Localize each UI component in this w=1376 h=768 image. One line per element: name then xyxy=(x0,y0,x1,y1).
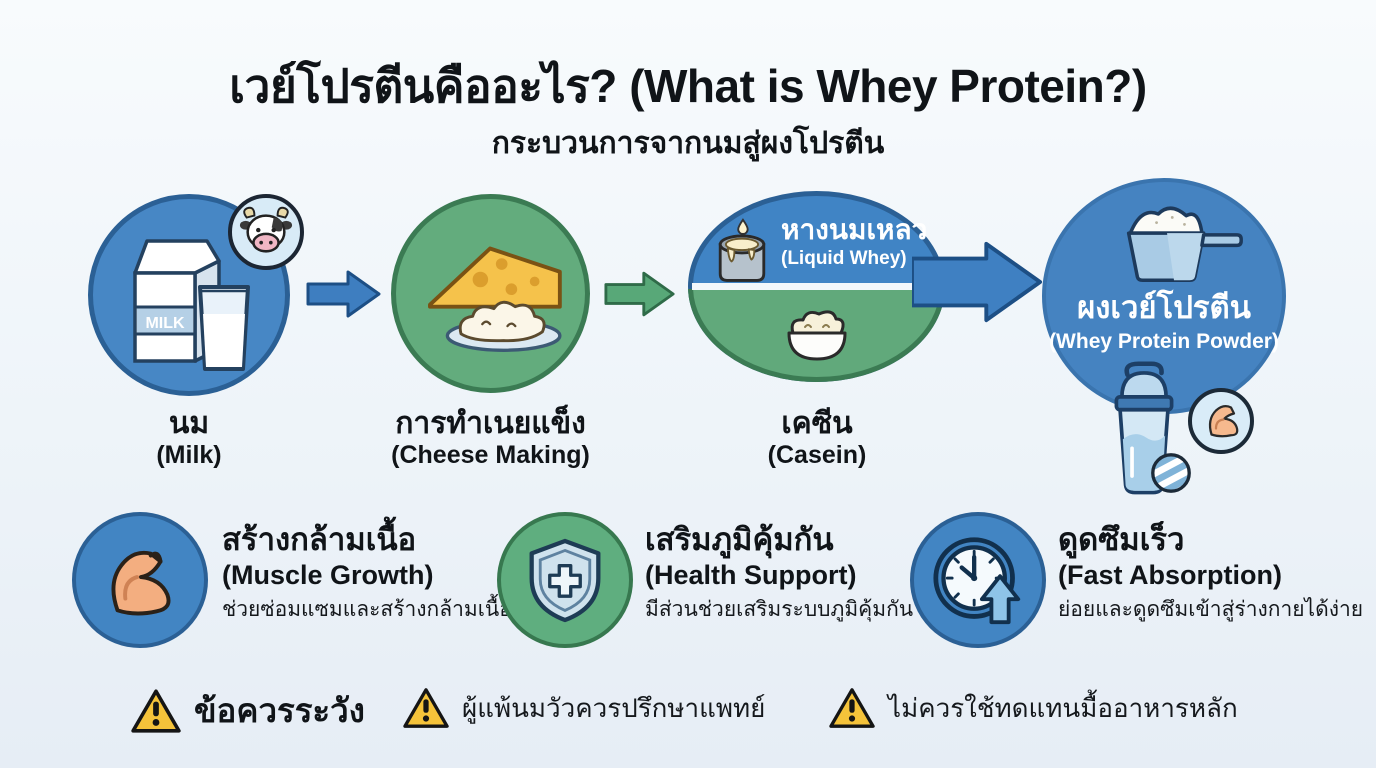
liquid-whey-label-th: หางนมเหลว xyxy=(781,214,928,245)
arrow-milk-to-cheese-icon xyxy=(306,270,381,318)
powder-label-th: ผงเวย์โปรตีน xyxy=(1077,290,1251,325)
cheese-label: การทำเนยแข็ง (Cheese Making) xyxy=(358,406,623,471)
benefit-muscle-en: (Muscle Growth) xyxy=(222,559,434,590)
warning-item-1: ผู้แพ้นมวัวควรปรึกษาแพทย์ xyxy=(402,686,765,730)
casein-label-en: (Casein) xyxy=(767,441,867,470)
cheese-label-en: (Cheese Making) xyxy=(391,441,590,470)
cow-badge xyxy=(228,194,304,270)
benefit-muscle-circle xyxy=(72,512,208,648)
benefit-immunity-desc: มีส่วนช่วยเสริมระบบภูมิคุ้มกัน xyxy=(645,597,914,621)
curd-bowl-icon xyxy=(787,310,847,361)
warning-item-2-text: ไม่ควรใช้ทดแทนมื้ออาหารหลัก xyxy=(888,692,1238,723)
benefit-muscle-th: สร้างกล้ามเนื้อ xyxy=(222,522,417,557)
whey-bucket-icon xyxy=(718,218,766,282)
warning-heading: ข้อควรระวัง xyxy=(194,692,365,729)
cheese-label-th: การทำเนยแข็ง xyxy=(395,407,586,440)
benefit-immunity-text: เสริมภูมิคุ้มกัน (Health Support) มีส่วน… xyxy=(645,522,913,622)
page-subtitle: กระบวนการจากนมสู่ผงโปรตีน xyxy=(491,127,885,160)
svg-text:MILK: MILK xyxy=(145,315,185,332)
striped-ball-icon xyxy=(1151,453,1191,493)
benefit-absorption-desc: ย่อยและดูดซึมเข้าสู่ร่างกายได้ง่าย xyxy=(1058,597,1364,621)
step-split-circle: หางนมเหลว (Liquid Whey) xyxy=(686,188,947,385)
cow-icon xyxy=(239,206,293,253)
page-title: เวย์โปรตีนคืออะไร? (What is Whey Protein… xyxy=(229,60,1147,112)
shield-cross-icon xyxy=(529,538,601,623)
powder-label: ผงเวย์โปรตีน (Whey Protein Powder) xyxy=(1046,290,1282,354)
warning-triangle-icon xyxy=(131,688,181,733)
step-powder-circle: ผงเวย์โปรตีน (Whey Protein Powder) xyxy=(1042,178,1286,414)
benefit-immunity-en: (Health Support) xyxy=(645,559,857,590)
milk-label-en: (Milk) xyxy=(156,441,222,470)
flex-arm-icon xyxy=(1208,405,1239,438)
milk-label: นม (Milk) xyxy=(89,406,289,471)
benefit-muscle-text: สร้างกล้ามเนื้อ (Muscle Growth) ช่วยซ่อม… xyxy=(222,522,512,622)
casein-label: เคซีน (Casein) xyxy=(717,406,917,471)
powder-label-en: (Whey Protein Powder) xyxy=(1049,329,1279,353)
step-cheese-circle xyxy=(391,194,590,393)
liquid-whey-label-en: (Liquid Whey) xyxy=(781,248,907,270)
benefit-absorption-circle xyxy=(910,512,1046,648)
warning-triangle-icon xyxy=(403,688,449,728)
warning-item-1-text: ผู้แพ้นมวัวควรปรึกษาแพทย์ xyxy=(462,692,766,723)
casein-label-th: เคซีน xyxy=(781,407,853,440)
warning-item-2: ไม่ควรใช้ทดแทนมื้ออาหารหลัก xyxy=(828,686,1238,730)
benefit-immunity-th: เสริมภูมิคุ้มกัน xyxy=(645,522,834,557)
warning-triangle-icon xyxy=(829,688,875,728)
benefit-absorption-th: ดูดซึมเร็ว xyxy=(1058,522,1185,557)
milk-label-th: นม xyxy=(168,407,210,440)
protein-scoop-icon xyxy=(1126,206,1243,282)
benefit-immunity-circle xyxy=(497,512,633,648)
milk-carton-glass-icon: MILK xyxy=(133,239,250,371)
benefit-absorption-en: (Fast Absorption) xyxy=(1058,559,1282,590)
cheese-curds-icon xyxy=(428,246,562,352)
arrow-whey-to-powder-icon xyxy=(912,241,1043,323)
arrow-cheese-to-casein-icon xyxy=(604,271,675,317)
clock-arrow-icon xyxy=(933,537,1021,625)
bicep-icon xyxy=(111,550,171,616)
benefit-muscle-desc: ช่วยซ่อมแซมและสร้างกล้ามเนื้อ xyxy=(222,597,512,621)
muscle-arm-badge xyxy=(1188,388,1254,454)
warning-heading-group: ข้อควรระวัง xyxy=(130,684,365,737)
benefit-absorption-text: ดูดซึมเร็ว (Fast Absorption) ย่อยและดูดซ… xyxy=(1058,522,1363,622)
liquid-whey-label: หางนมเหลว (Liquid Whey) xyxy=(781,214,941,270)
